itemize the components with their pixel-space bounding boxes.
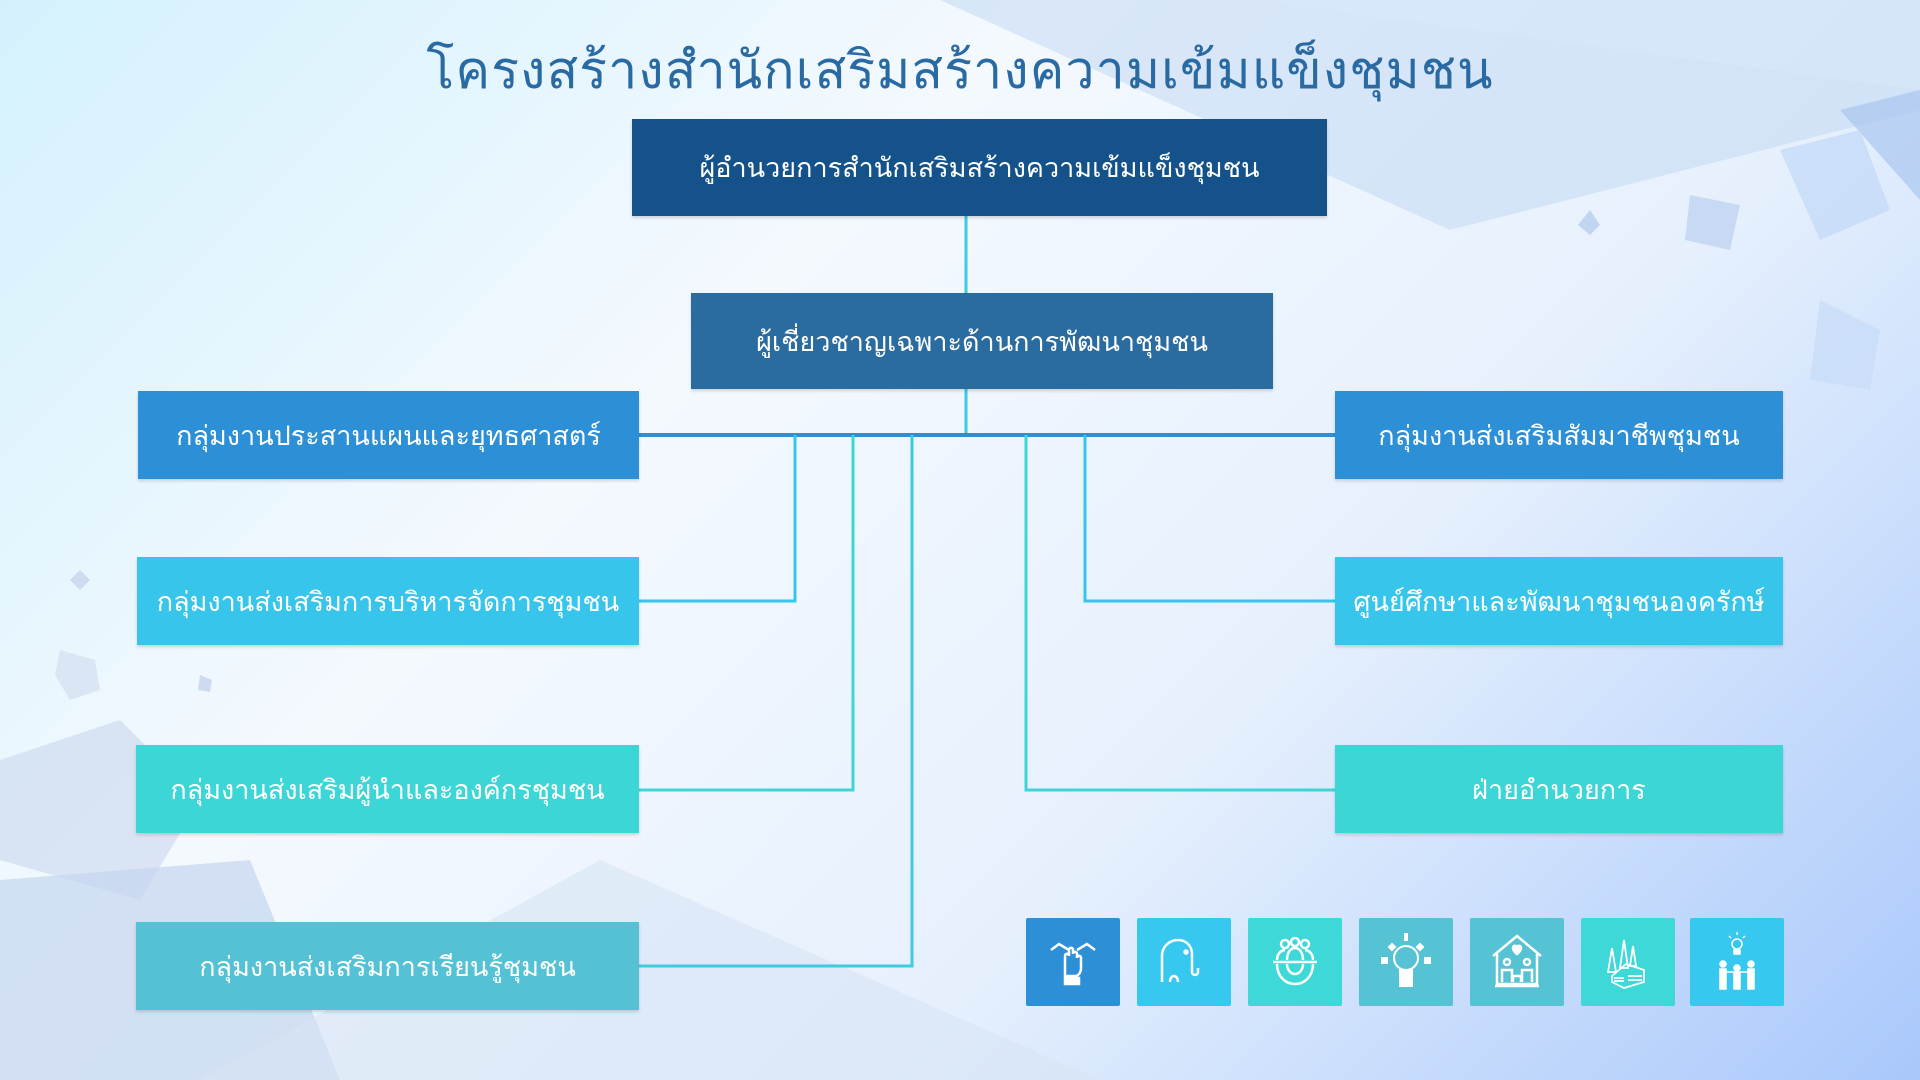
unit-box-ongkharak-center: ศูนย์ศึกษาและพัฒนาชุมชนองครักษ์ [1335,557,1783,645]
unit-box-community-learning: กลุ่มงานส่งเสริมการเรียนรู้ชุมชน [136,922,639,1010]
director-box: ผู้อำนวยการสำนักเสริมสร้างความเข้มแข็งชุ… [632,119,1327,216]
brain-idea-icon [1359,918,1453,1006]
unit-box-strategy: กลุ่มงานประสานแผนและยุทธศาสตร์ [138,391,639,479]
unit-box-leaders-organizations: กลุ่มงานส่งเสริมผู้นำและองค์กรชุมชน [136,745,639,833]
people-idea-icon [1690,918,1784,1006]
handshake-icon [1026,918,1120,1006]
page-title: โครงสร้างสำนักเสริมสร้างความเข้มแข็งชุมช… [426,41,1494,101]
unit-box-administration: ฝ่ายอำนวยการ [1335,745,1783,833]
family-home-icon [1470,918,1564,1006]
unit-box-community-management: กลุ่มงานส่งเสริมการบริหารจัดการชุมชน [137,557,639,645]
team-gear-icon [1248,918,1342,1006]
expert-box: ผู้เชี่ยวชาญเฉพาะด้านการพัฒนาชุมชน [691,293,1273,389]
elephant-icon [1137,918,1231,1006]
unit-box-occupation: กลุ่มงานส่งเสริมสัมมาชีพชุมชน [1335,391,1783,479]
log-cabin-icon [1581,918,1675,1006]
